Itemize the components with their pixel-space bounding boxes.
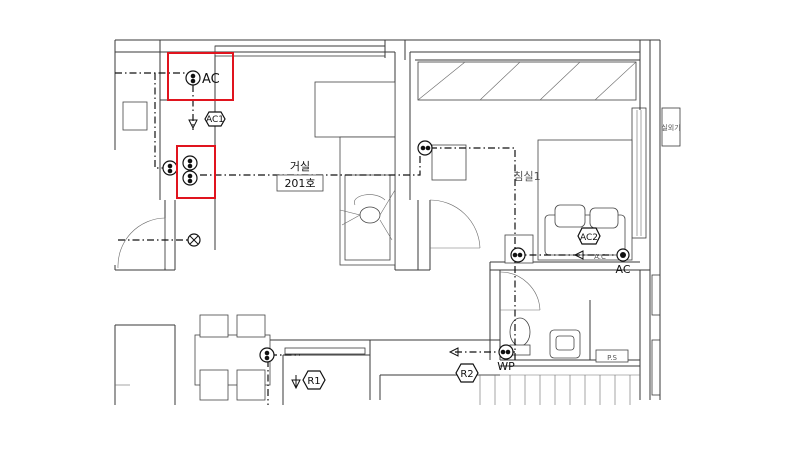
flow-arrows [188,119,584,390]
person-figure [339,189,396,241]
doors [117,199,541,311]
ac-right-label: AC [615,263,630,276]
outlet-symbol-bedroom [510,247,526,263]
unit-number-label: 201호 [284,177,315,190]
wp-label: WP [497,360,515,373]
outlet-symbol-left [162,160,178,176]
tag-r2: R2 [455,363,479,383]
walls [114,39,681,405]
living-room-label: 거실 [290,160,310,173]
highlight-box-ac-top [167,52,234,101]
unit-number-box [276,174,324,192]
ac-top-label: AC [202,72,220,87]
bedroom-label: 침실1 [513,170,540,183]
pipe-living [200,148,421,176]
outlet-symbol-wp [498,344,514,360]
tag-r2-label: R2 [460,369,473,380]
ps-label: P.S [607,354,617,362]
tag-ac2: AC2 [577,227,601,245]
pipe-vertical-left [154,73,175,169]
highlight-box-ac-double [176,145,216,199]
outlet-symbol-r1 [259,347,275,363]
furniture [122,81,633,401]
tag-r1-label: R1 [307,376,320,387]
outlet-symbol-double-1 [182,155,198,171]
outlet-symbol-ac-right [616,248,630,262]
tag-ac1-label: AC1 [206,115,224,125]
outlet-symbol-living [417,140,433,156]
light-fixture-symbol [187,233,201,247]
outlet-symbol-ac-top [185,70,201,86]
ac-small-label: A.C [594,253,606,261]
outlet-symbol-double-2 [182,170,198,186]
tag-ac1: AC1 [204,111,226,127]
tag-r1: R1 [302,370,326,390]
tag-ac2-label: AC2 [580,233,598,243]
outdoor-unit-label: 실외기 [661,123,680,132]
